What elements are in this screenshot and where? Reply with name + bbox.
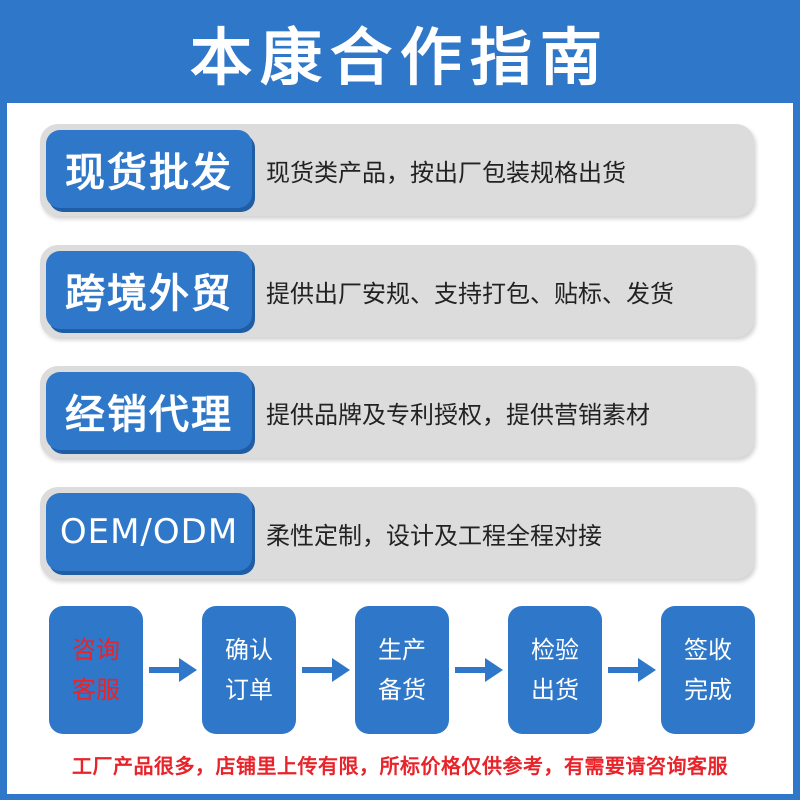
footer-notice: 工厂产品很多，店铺里上传有限，所标价格仅供参考，有需要请咨询客服 (72, 753, 728, 778)
step-label-line2: 完成 (684, 676, 732, 704)
process-step-consult: 咨询 客服 (49, 606, 143, 734)
page-title: 本康合作指南 (189, 20, 610, 94)
service-description: 现货类产品，按出厂包装规格出货 (266, 158, 626, 187)
service-row-cross-border: 跨境外贸 提供出厂安规、支持打包、贴标、发货 (40, 245, 754, 337)
step-label-line1: 咨询 (72, 636, 120, 664)
process-step-confirm-order: 确认 订单 (202, 606, 296, 734)
right-arrow-icon (302, 658, 350, 682)
service-badge: 经销代理 (46, 372, 252, 450)
step-label-line2: 客服 (72, 676, 120, 704)
service-badge: 现货批发 (46, 130, 252, 208)
service-badge: OEM/ODM (46, 493, 252, 571)
step-label-line1: 检验 (531, 636, 579, 664)
step-label-line2: 出货 (531, 676, 579, 704)
service-row-oem-odm: OEM/ODM 柔性定制，设计及工程全程对接 (40, 487, 754, 579)
right-arrow-icon (455, 658, 503, 682)
header-banner: 本康合作指南 (0, 0, 800, 103)
service-description: 提供出厂安规、支持打包、贴标、发货 (266, 279, 674, 308)
step-label-line2: 备货 (378, 676, 426, 704)
step-label-line1: 签收 (684, 636, 732, 664)
service-row-distribution: 经销代理 提供品牌及专利授权，提供营销素材 (40, 366, 754, 458)
right-arrow-icon (149, 658, 197, 682)
service-description: 柔性定制，设计及工程全程对接 (266, 521, 602, 550)
step-label-line2: 订单 (225, 676, 273, 704)
step-label-line1: 生产 (378, 636, 426, 664)
right-arrow-icon (608, 658, 656, 682)
service-badge: 跨境外贸 (46, 251, 252, 329)
step-label-line1: 确认 (225, 636, 273, 664)
process-step-production: 生产 备货 (355, 606, 449, 734)
service-row-wholesale: 现货批发 现货类产品，按出厂包装规格出货 (40, 124, 754, 216)
process-step-inspection: 检验 出货 (508, 606, 602, 734)
service-description: 提供品牌及专利授权，提供营销素材 (266, 400, 650, 429)
process-step-receipt: 签收 完成 (661, 606, 755, 734)
